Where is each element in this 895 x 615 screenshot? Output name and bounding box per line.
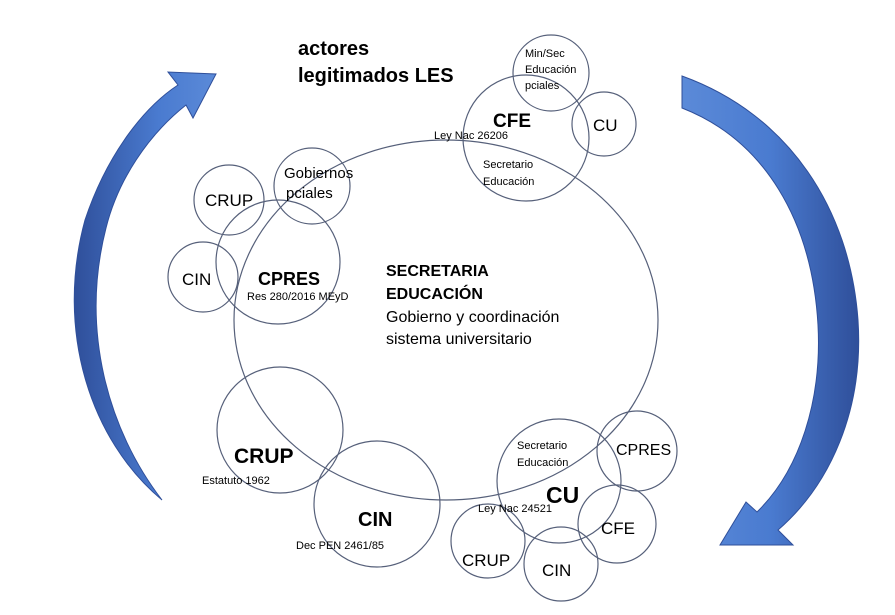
min-sec-label-3: pciales <box>525 80 560 92</box>
cpres-label: CPRES <box>258 269 320 289</box>
cu-label: CU <box>546 482 579 508</box>
center-title-line2: EDUCACIÓN <box>386 284 483 303</box>
cfe-small-circle <box>577 484 657 564</box>
cfe-educacion: Educación <box>483 176 534 188</box>
cin-label: CIN <box>358 509 392 531</box>
cin-note: Dec PEN 2461/85 <box>296 540 384 552</box>
crup-label: CRUP <box>234 445 294 468</box>
cfe-law: Ley Nac 26206 <box>434 130 508 142</box>
cfe-secretario: Secretario <box>483 159 533 171</box>
cin-bottom-label: CIN <box>542 561 571 580</box>
min-sec-circle <box>512 34 590 112</box>
cpres-res: Res 280/2016 MEyD <box>247 291 349 303</box>
crup-note: Estatuto 1962 <box>202 475 270 487</box>
crup-small-label: CRUP <box>205 191 253 210</box>
cpres-circle <box>215 199 341 325</box>
gobiernos-label-2: pciales <box>286 185 333 202</box>
center-desc-line1: Gobierno y coordinación <box>386 309 559 326</box>
cfe-circle <box>462 74 590 202</box>
cfe-small-label: CFE <box>601 519 635 538</box>
cu-circle <box>496 418 622 544</box>
cu-secretario: Secretario <box>517 440 567 452</box>
diagram-title-line2: legitimados LES <box>298 65 454 87</box>
diagram-title-line1: actores <box>298 38 369 60</box>
secretaria-ellipse <box>233 139 659 501</box>
crup-small-circle <box>193 164 265 236</box>
gobiernos-circle <box>273 147 351 225</box>
cin-circle <box>313 440 441 568</box>
crup-bottom-label: CRUP <box>462 551 510 570</box>
cpres-small-label: CPRES <box>616 442 671 459</box>
cu-small-label: CU <box>593 116 618 135</box>
cu-small-circle <box>571 91 637 157</box>
curved-up-arrow-icon <box>73 71 217 501</box>
min-sec-label-2: Educación <box>525 64 576 76</box>
min-sec-label-1: Min/Sec <box>525 48 565 60</box>
cin-small-label: CIN <box>182 270 211 289</box>
center-desc-line2: sistema universitario <box>386 331 532 348</box>
cin-small-circle <box>167 241 239 313</box>
crup-circle <box>216 366 344 494</box>
cfe-label: CFE <box>493 111 531 132</box>
cin-bottom-circle <box>523 526 599 602</box>
gobiernos-label-1: Gobiernos <box>284 165 353 182</box>
curved-down-arrow-icon <box>681 75 860 546</box>
crup-bottom-circle <box>450 503 526 579</box>
cu-educacion: Educación <box>517 457 568 469</box>
cu-law: Ley Nac 24521 <box>478 503 552 515</box>
center-title-line1: SECRETARIA <box>386 263 489 280</box>
